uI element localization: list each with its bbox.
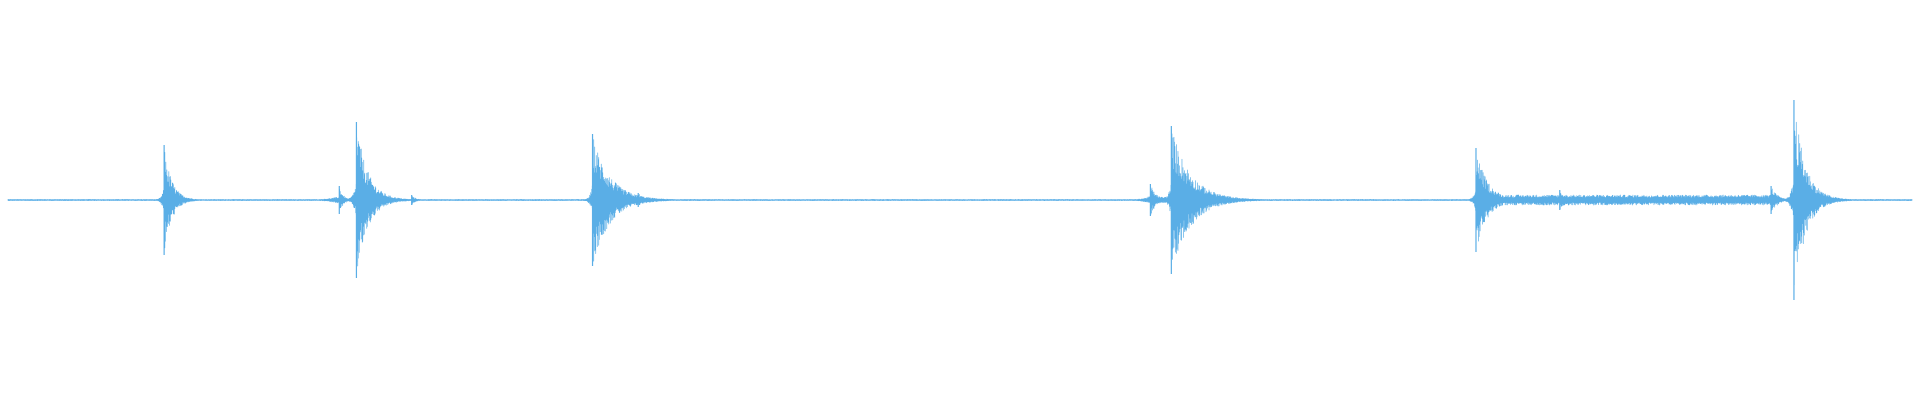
waveform-series bbox=[7, 100, 1913, 300]
waveform-path bbox=[7, 121, 1913, 286]
